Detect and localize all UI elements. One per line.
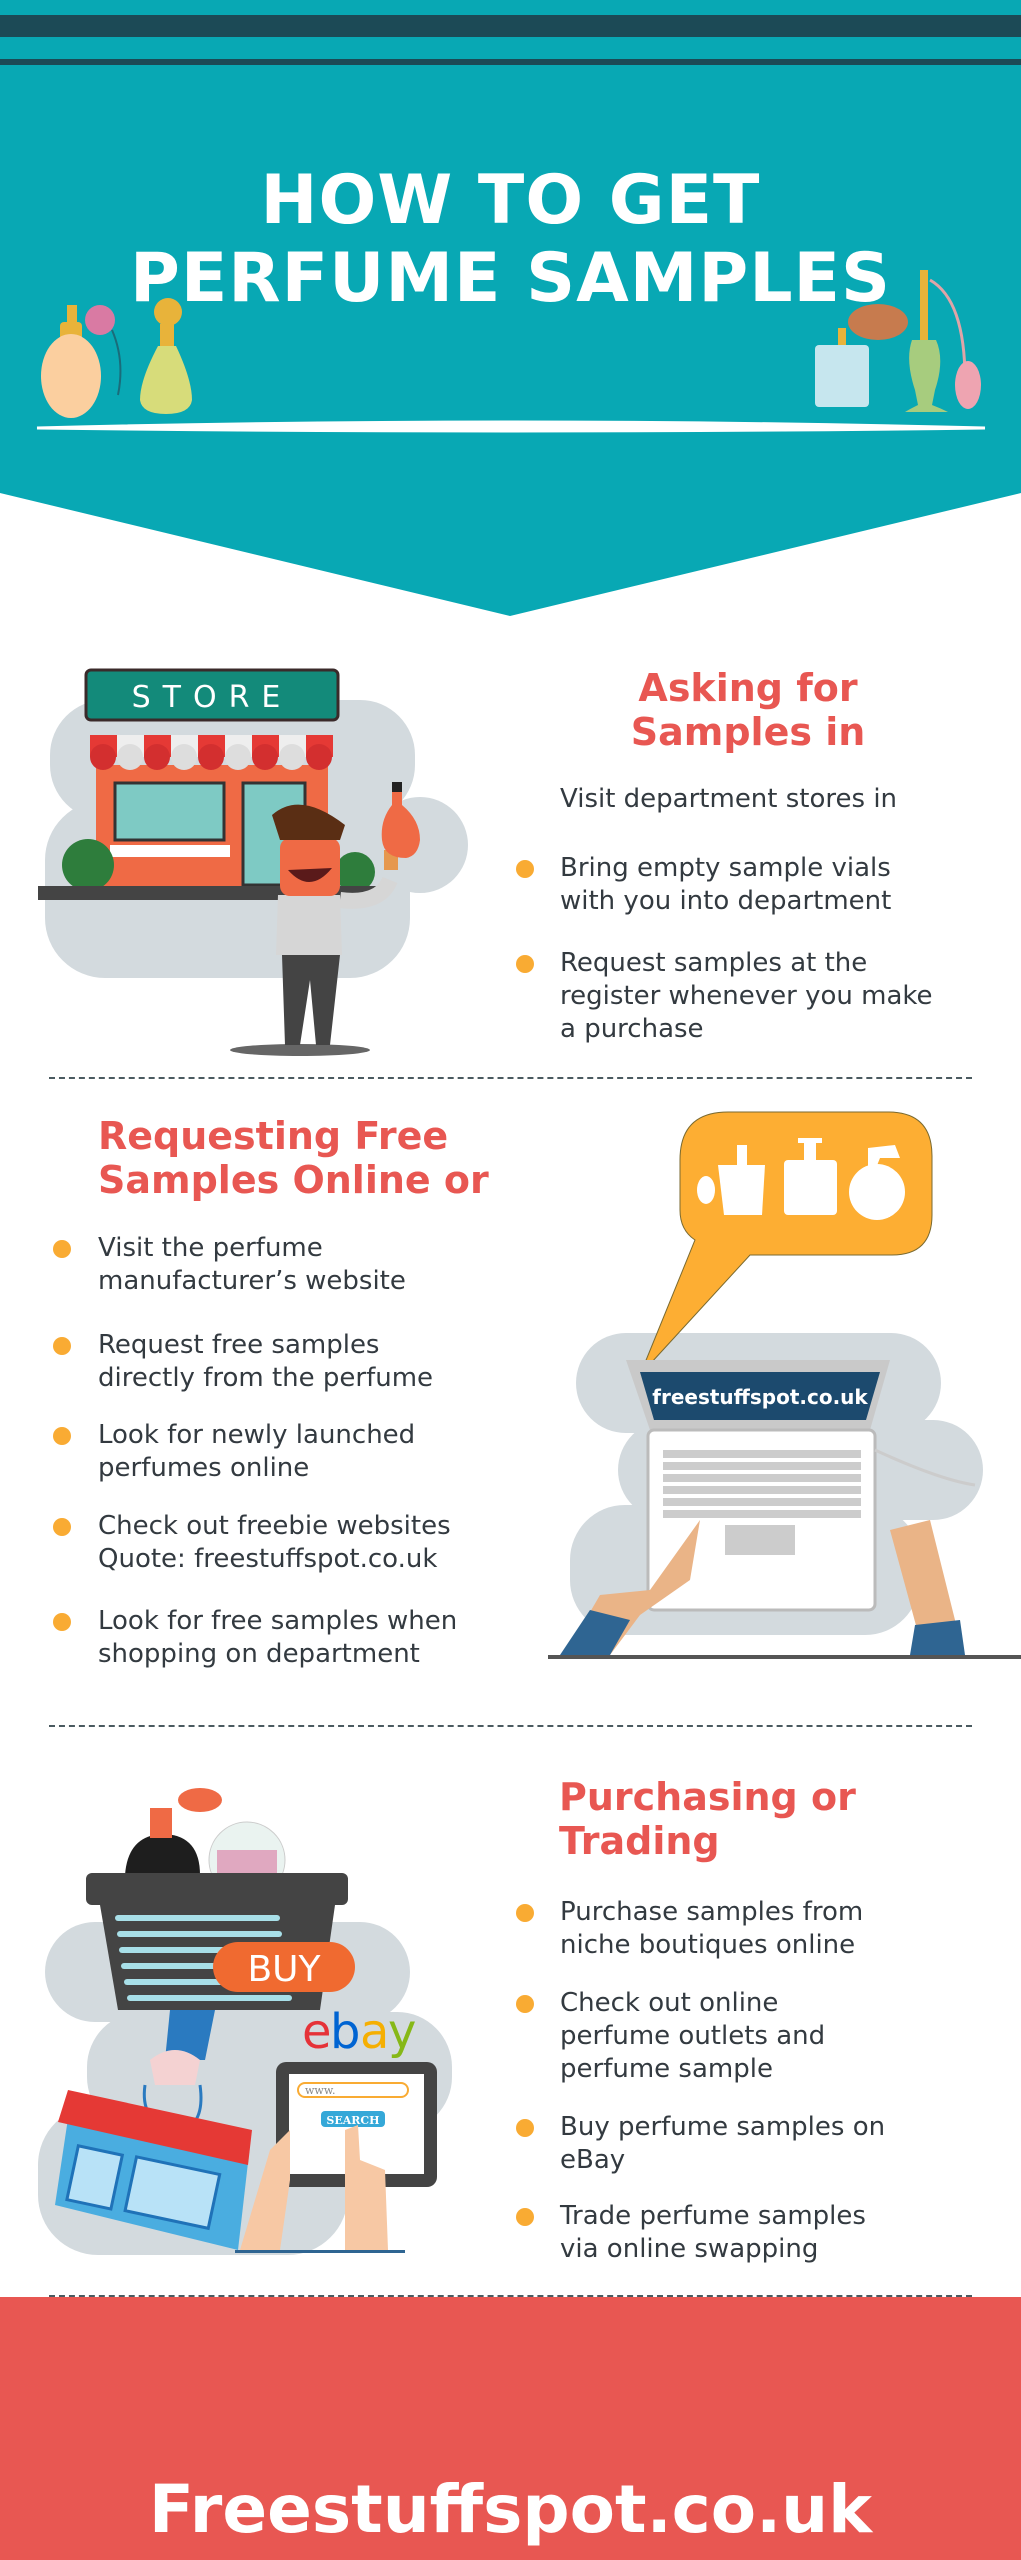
section-divider <box>49 2295 972 2297</box>
bullet-icon <box>516 2208 534 2226</box>
section3-heading-line2: Trading <box>559 1819 720 1863</box>
section-divider <box>49 1077 972 1079</box>
section3-heading: Purchasing or Trading <box>559 1775 856 1863</box>
section1-heading: Asking for Samples in <box>560 666 936 754</box>
bullet-icon <box>516 1904 534 1922</box>
laptop-screen-text: freestuffspot.co.uk <box>652 1385 868 1409</box>
bullet-icon <box>53 1518 71 1536</box>
page-title-line2: PERFUME SAMPLES <box>130 239 891 318</box>
bullet-icon <box>53 1427 71 1445</box>
header-banner <box>0 0 1021 616</box>
perfume-bottle-icons <box>697 1138 905 1220</box>
store-sign-text: STORE <box>132 680 293 715</box>
perfume-bottles-left-icon <box>41 298 192 418</box>
list-item: Visit department stores in <box>560 784 898 814</box>
bullet-icon <box>516 955 534 973</box>
ebay-logo: e b a y <box>302 2004 416 2060</box>
bullet-icon <box>53 1613 71 1631</box>
section2-heading-line2: Samples Online or <box>98 1158 489 1202</box>
svg-text:a: a <box>360 2004 389 2060</box>
bullet-icon <box>516 860 534 878</box>
perfume-bottles-right-icon <box>815 270 981 412</box>
svg-text:e: e <box>302 2004 332 2060</box>
section-divider <box>49 1725 972 1727</box>
bullet-icon <box>516 1995 534 2013</box>
footer <box>0 2297 1021 2560</box>
bullet-icon <box>516 2119 534 2137</box>
section1-heading-line1: Asking for <box>638 666 858 710</box>
store-awning <box>90 735 333 770</box>
section1-heading-line2: Samples in <box>630 710 866 754</box>
footer-site-link[interactable]: Freestuffspot.co.uk <box>148 2471 873 2548</box>
svg-text:SEARCH: SEARCH <box>326 2114 379 2127</box>
svg-text:y: y <box>388 2004 416 2060</box>
bullet-icon <box>53 1337 71 1355</box>
svg-text:b: b <box>330 2004 360 2060</box>
buy-badge-text: BUY <box>247 1949 321 1990</box>
page-title-line1: HOW TO GET <box>260 161 761 240</box>
section3-heading-line1: Purchasing or <box>559 1775 856 1819</box>
svg-text:www.: www. <box>305 2084 335 2097</box>
section2-heading: Requesting Free Samples Online or <box>98 1114 489 1202</box>
bullet-icon <box>53 1240 71 1258</box>
section2-heading-line1: Requesting Free <box>98 1114 449 1158</box>
man-character <box>230 782 420 1056</box>
